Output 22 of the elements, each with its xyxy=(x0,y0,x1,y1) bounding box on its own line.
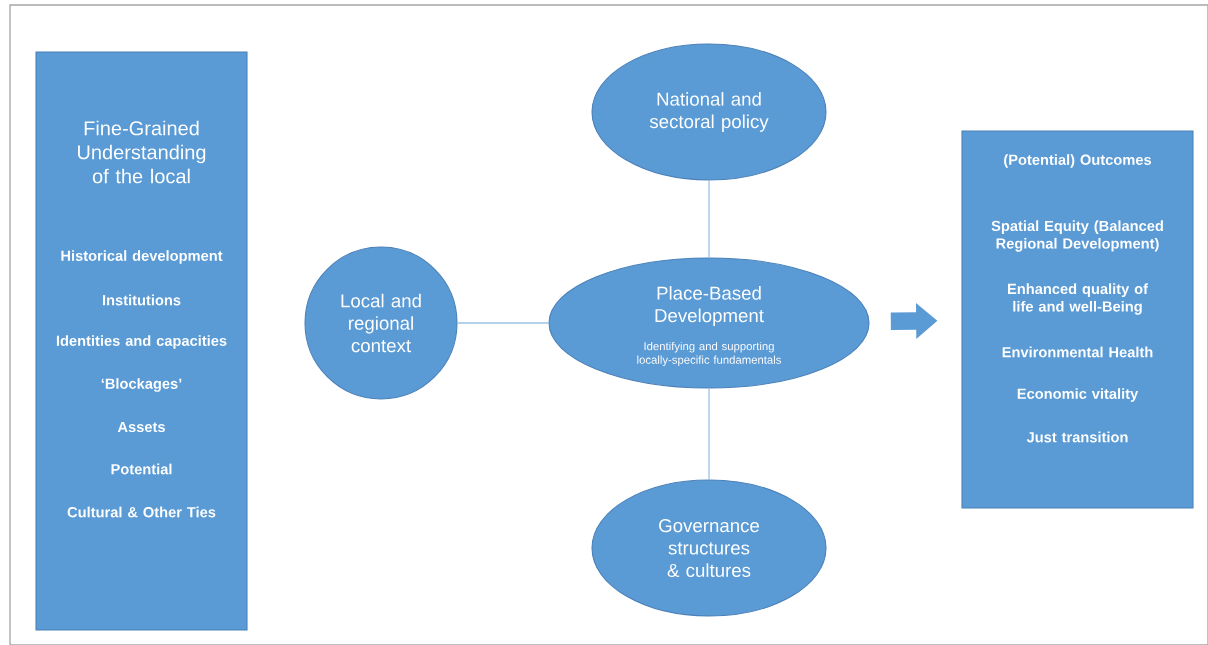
connector-line xyxy=(456,322,550,324)
list-item: Environmental Health xyxy=(1002,346,1153,358)
list-item: Enhanced quality of life and well-Being xyxy=(1008,283,1148,315)
list-item: ‘Blockages’ xyxy=(101,378,182,392)
list-item: Spatial Equity (Balanced Regional Development) xyxy=(991,220,1163,252)
list-item: Historical development xyxy=(61,250,223,264)
panel-heading: Fine-Grained Understanding of the local xyxy=(78,120,206,184)
node-subtitle: Identifying and supporting locally-specific fundamentals xyxy=(637,341,781,367)
list-item: Cultural & Other Ties xyxy=(67,506,216,518)
panel-heading: (Potential) Outcomes xyxy=(1004,154,1152,168)
node-label: Local and regional context xyxy=(341,293,421,353)
connector-line xyxy=(708,387,710,481)
node-label: Place-Based Development xyxy=(655,286,764,326)
list-item: Identities and capacities xyxy=(56,335,227,349)
node-label: Governance structures & cultures xyxy=(659,518,759,577)
list-item: Institutions xyxy=(103,294,181,306)
node-label: National and sectoral policy xyxy=(649,92,769,132)
list-item: Economic vitality xyxy=(1017,388,1139,402)
list-item: Assets xyxy=(117,421,165,433)
list-item: Just transition xyxy=(1026,431,1128,443)
connector-line xyxy=(708,179,710,259)
list-item: Potential xyxy=(111,463,172,475)
